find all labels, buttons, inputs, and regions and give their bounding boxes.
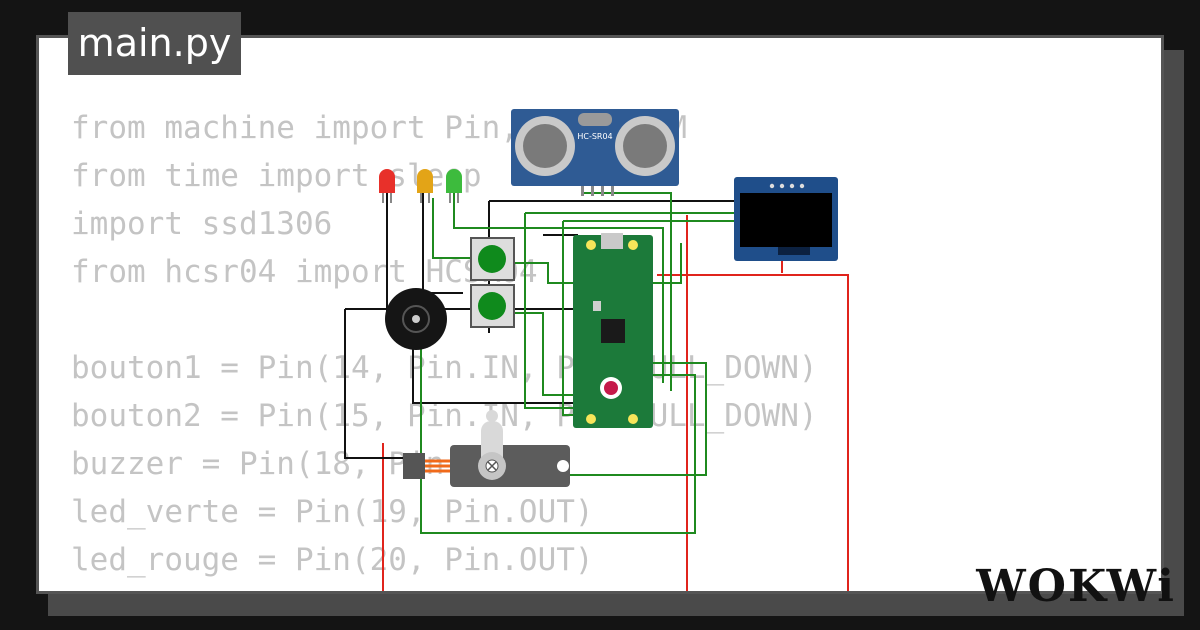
circuit-diagram: HC-SR04 — [344, 109, 849, 591]
led-yellow[interactable] — [417, 169, 433, 203]
led-green[interactable] — [446, 169, 462, 203]
code-line: led_rouge = Pin(20, Pin.OUT) — [71, 542, 594, 578]
file-tab[interactable]: main.py — [68, 12, 241, 75]
wire-green — [508, 312, 583, 396]
wokwi-logo: WOKWi — [976, 561, 1176, 612]
servo-motor[interactable] — [403, 410, 570, 487]
code-line: import ssd1306 — [71, 206, 333, 242]
buzzer[interactable] — [385, 288, 447, 350]
wire-green — [563, 362, 707, 476]
sensor-label: HC-SR04 — [577, 132, 612, 141]
wire-green — [453, 193, 664, 383]
raspberry-pi-pico[interactable] — [573, 233, 653, 428]
wire-black — [412, 348, 578, 404]
wire-black — [344, 308, 583, 459]
led-red[interactable] — [379, 169, 395, 203]
ultrasonic-sensor[interactable]: HC-SR04 — [511, 109, 679, 196]
wire-red — [657, 274, 849, 591]
code-line: led_jaune = Pin(21, Pin.OUT) — [71, 584, 818, 591]
push-button-1[interactable] — [470, 237, 515, 281]
code-line: from time import sleep — [71, 158, 482, 194]
wire-green — [420, 343, 696, 534]
wire-green — [432, 198, 473, 259]
oled-display[interactable] — [734, 177, 838, 261]
push-button-2[interactable] — [470, 284, 515, 328]
wire-black — [422, 193, 463, 294]
wire-green — [508, 243, 682, 284]
code-line: led_verte = Pin(19, Pin.OUT) — [71, 494, 594, 530]
